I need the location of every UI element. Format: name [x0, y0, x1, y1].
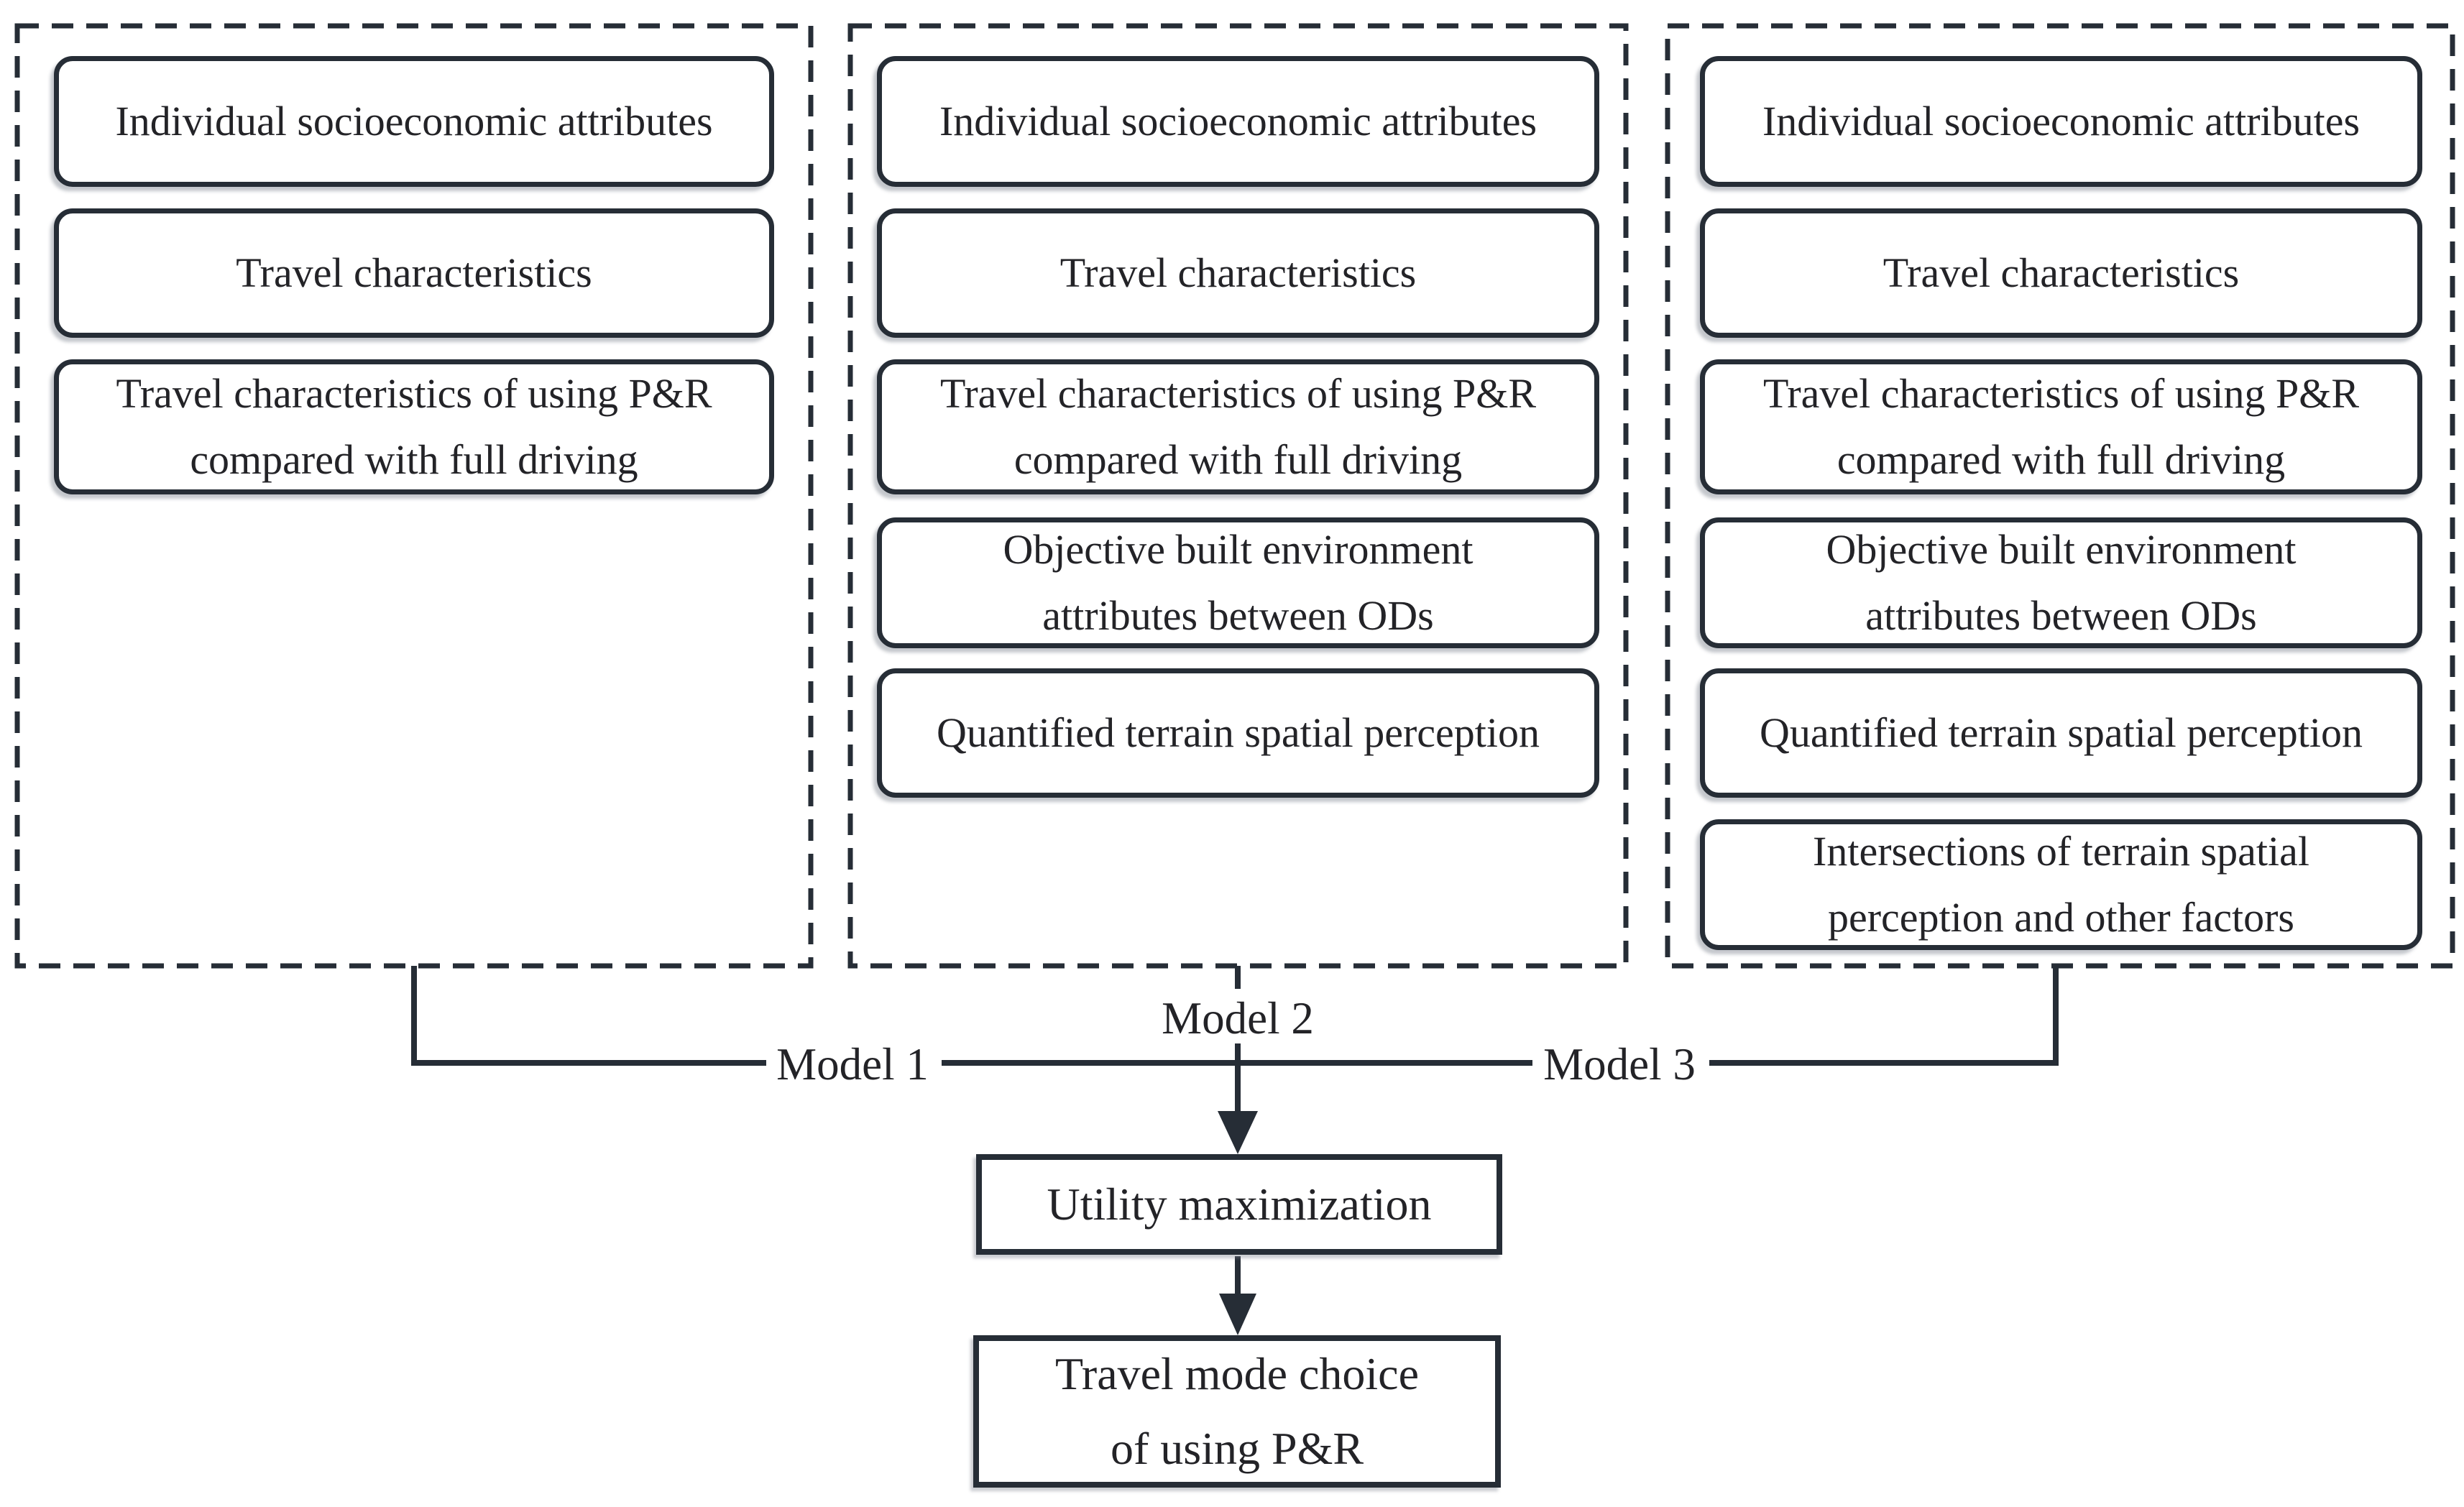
model1-box-pr-vs-driving: Travel characteristics of using P&R comp…	[54, 359, 774, 494]
box-label: Travel characteristics of using P&R comp…	[116, 370, 712, 483]
box-label: Individual socioeconomic attributes	[939, 98, 1537, 144]
model3-box-intersections: Intersections of terrain spatial percept…	[1700, 819, 2422, 950]
box-label: Quantified terrain spatial perception	[936, 709, 1540, 756]
box-label: Individual socioeconomic attributes	[115, 98, 713, 144]
model3-box-built-environment: Objective built environment attributes b…	[1700, 517, 2422, 648]
box-label-line2: of using P&R	[1110, 1423, 1364, 1474]
box-label: Travel characteristics	[236, 249, 592, 296]
model1-box-socioeconomic: Individual socioeconomic attributes	[54, 56, 774, 187]
model3-dashed-frame	[1665, 23, 2455, 969]
model3-box-travel-characteristics: Travel characteristics	[1700, 208, 2422, 338]
model2-box-built-environment: Objective built environment attributes b…	[877, 517, 1599, 648]
connector-model3	[1709, 966, 2059, 1066]
box-label: Quantified terrain spatial perception	[1759, 709, 2363, 756]
box-label: Travel characteristics of using P&R comp…	[1762, 370, 2360, 483]
model3-box-terrain-perception: Quantified terrain spatial perception	[1700, 668, 2422, 798]
model1-dashed-frame	[14, 23, 814, 969]
box-label: Travel characteristics	[1883, 249, 2240, 296]
model3-box-socioeconomic: Individual socioeconomic attributes	[1700, 56, 2422, 187]
model1-label: Model 1	[766, 1039, 939, 1089]
model2-box-travel-characteristics: Travel characteristics	[877, 208, 1599, 338]
model3-label: Model 3	[1533, 1039, 1706, 1089]
model2-box-pr-vs-driving: Travel characteristics of using P&R comp…	[877, 359, 1599, 494]
model2-dashed-frame	[847, 23, 1629, 969]
travel-mode-choice-box: Travel mode choice of using P&R	[973, 1335, 1501, 1488]
model1-box-travel-characteristics: Travel characteristics	[54, 208, 774, 338]
model2-label: Model 2	[1151, 993, 1324, 1043]
box-label: Travel characteristics of using P&R comp…	[939, 370, 1537, 483]
box-label: Objective built environment attributes b…	[1003, 526, 1474, 639]
arrowhead-down-icon	[1218, 1111, 1258, 1154]
box-label-line1: Travel mode choice	[1055, 1348, 1419, 1399]
connector-model1	[411, 966, 766, 1066]
box-label: Individual socioeconomic attributes	[1762, 98, 2360, 144]
box-label: Objective built environment attributes b…	[1826, 526, 2297, 639]
box-label: Utility maximization	[1047, 1179, 1432, 1230]
utility-maximization-box: Utility maximization	[976, 1154, 1502, 1255]
model3-box-pr-vs-driving: Travel characteristics of using P&R comp…	[1700, 359, 2422, 494]
arrowhead-down-icon	[1219, 1294, 1256, 1335]
box-label: Travel characteristics	[1059, 249, 1417, 296]
box-label: Intersections of terrain spatial percept…	[1813, 828, 2309, 941]
model2-box-terrain-perception: Quantified terrain spatial perception	[877, 668, 1599, 798]
model2-box-socioeconomic: Individual socioeconomic attributes	[877, 56, 1599, 187]
